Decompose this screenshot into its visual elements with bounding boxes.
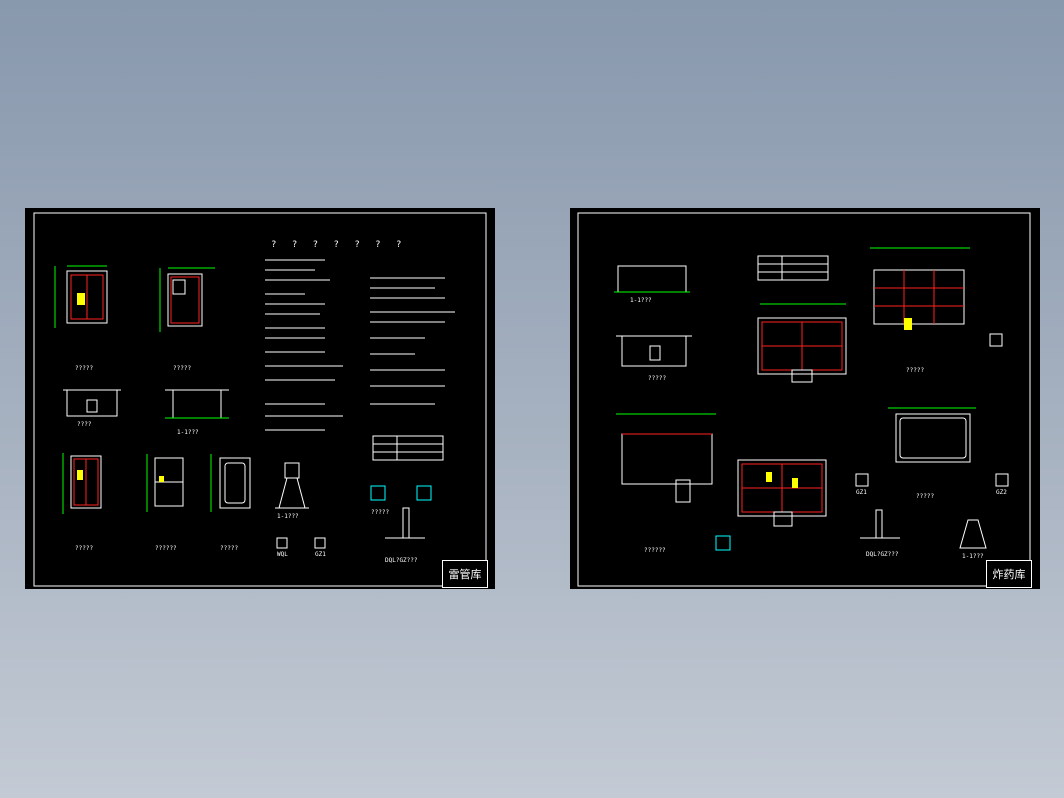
right-plan-label-1: ????? (648, 375, 667, 382)
left-notes-heading: ? ? ? ? ? ? ? (271, 240, 407, 250)
left-footing-label: 1-1??? (277, 513, 299, 520)
right-gz1-label: GZ1 (856, 489, 867, 496)
right-column-details (715, 333, 1009, 551)
left-elevation-label: ???? (77, 421, 92, 428)
right-plan-label-2: ????? (906, 367, 925, 374)
left-plan-label-5: ????? (220, 545, 239, 552)
right-elevation-label: 1-1??? (630, 297, 652, 304)
left-plan-label-2: ????? (173, 365, 192, 372)
left-title-block: 雷管库 (442, 560, 488, 588)
right-dql-label: DQL?GZ??? (866, 551, 899, 558)
right-plan-3 (616, 413, 716, 503)
left-plan-label-1: ????? (75, 365, 94, 372)
right-plan-5 (888, 407, 976, 463)
left-footing-section (275, 462, 309, 509)
right-table (757, 255, 829, 281)
right-sheet-linework (577, 212, 1031, 587)
left-notes-table (372, 435, 444, 461)
left-gz1-label: GZ1 (315, 551, 326, 558)
left-section-1-1 (165, 389, 229, 419)
right-plan-2 (870, 247, 970, 330)
left-plan-5 (210, 454, 251, 512)
right-elevation-1 (614, 265, 690, 293)
left-plan-1 (54, 265, 108, 328)
left-dql-label: DQL?GZ??? (385, 557, 418, 564)
left-notes-text (265, 259, 455, 431)
right-drawing-sheet: 1-1??? ????? ????? ?????? ????? GZ1 GZ2 … (570, 208, 1040, 589)
right-plan-label-3: ?????? (644, 547, 666, 554)
left-drawing-sheet: ? ? ? ? ? ? ? ????? ????? ????? ?????? ?… (25, 208, 495, 589)
right-title-block: 炸药库 (986, 560, 1032, 588)
left-wql-label: WQL (277, 551, 288, 558)
left-detail-label: ????? (371, 509, 390, 516)
left-plan-label-3: ????? (75, 545, 94, 552)
left-plan-label-4: ?????? (155, 545, 177, 552)
left-sheet-linework (33, 212, 487, 587)
left-plan-4 (146, 454, 184, 512)
right-plan-label-4: ????? (916, 493, 935, 500)
left-plan-2 (159, 267, 215, 332)
right-section-label: 1-1??? (962, 553, 984, 560)
right-plan-4 (737, 459, 827, 527)
right-elevation-2 (616, 335, 692, 367)
left-plan-3 (62, 453, 102, 514)
left-section-label: 1-1??? (177, 429, 199, 436)
left-elevation (63, 389, 121, 417)
right-gz2-label: GZ2 (996, 489, 1007, 496)
left-column-details (276, 485, 432, 549)
right-plan-1 (757, 303, 847, 383)
